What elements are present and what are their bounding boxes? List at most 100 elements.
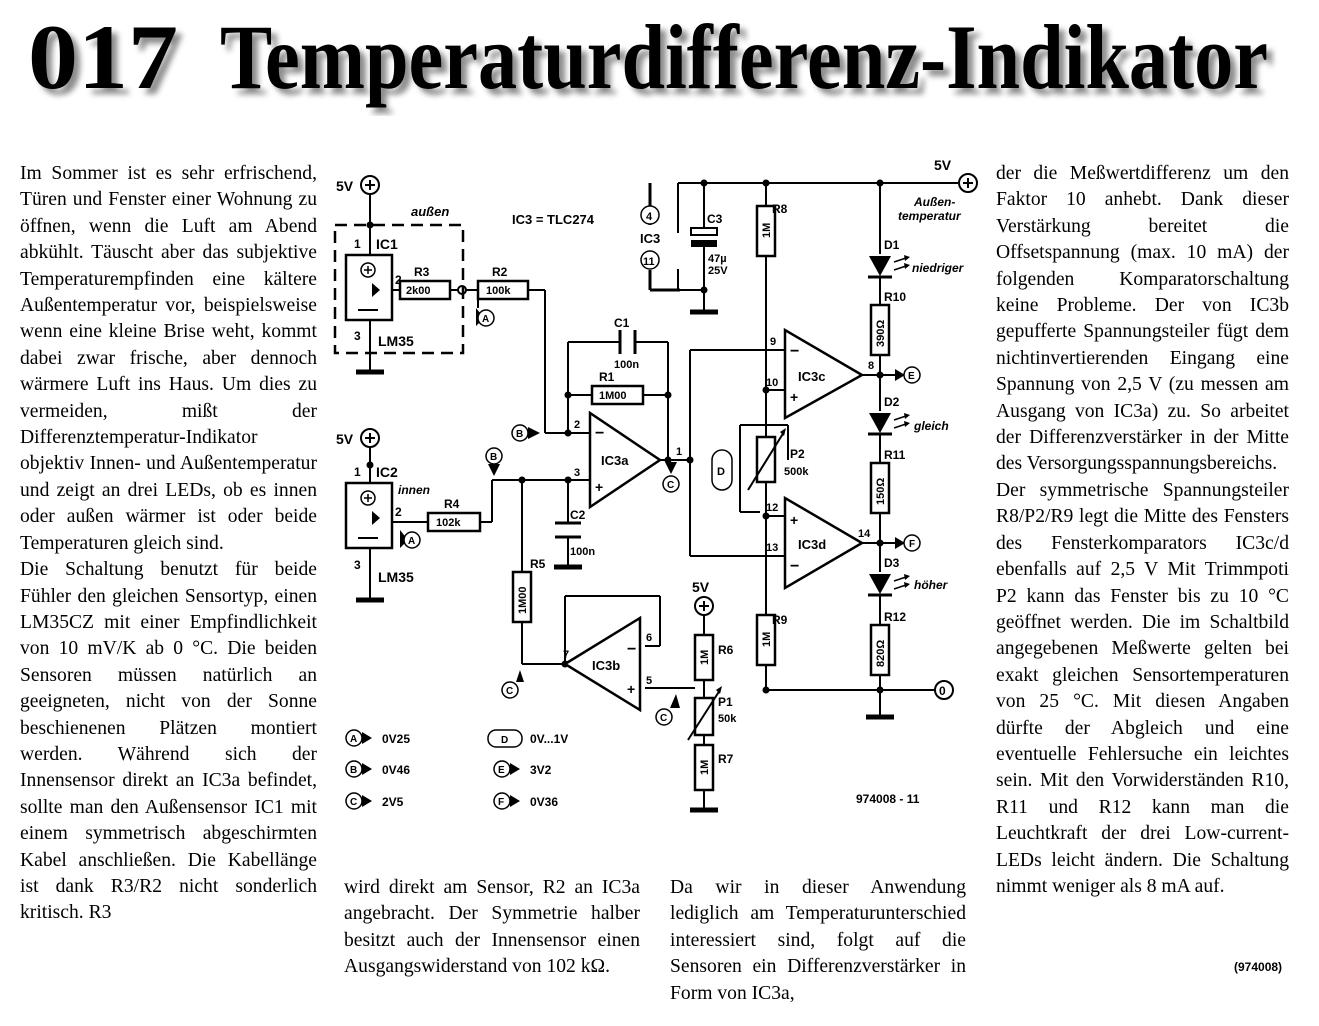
svg-text:47µ: 47µ <box>708 253 727 265</box>
svg-text:3: 3 <box>354 558 361 572</box>
svg-text:IC3d: IC3d <box>798 537 826 552</box>
svg-text:2k00: 2k00 <box>406 285 430 297</box>
opamp-ic3c: − + IC3c 9 10 8 <box>766 327 874 421</box>
svg-text:14: 14 <box>858 528 871 540</box>
svg-text:−: − <box>790 343 799 360</box>
svg-text:1M: 1M <box>761 632 773 647</box>
svg-text:+: + <box>595 479 603 495</box>
resistor-r9: 1M R9 <box>755 613 788 667</box>
resistor-r2: 100k R2 <box>476 265 530 301</box>
test-point-b2: B <box>485 447 503 476</box>
svg-text:8: 8 <box>868 360 874 372</box>
svg-text:3: 3 <box>574 467 580 479</box>
capacitor-c1: C1 100n <box>614 316 639 371</box>
text-column-3: Da wir in dieser Anwendung lediglich am … <box>670 875 966 1007</box>
svg-text:5V: 5V <box>934 157 952 173</box>
svg-text:11: 11 <box>643 256 655 268</box>
svg-text:R8: R8 <box>772 202 788 216</box>
svg-text:A: A <box>482 314 489 325</box>
svg-text:LM35: LM35 <box>378 569 414 585</box>
resistor-r6: 1M R6 <box>693 633 734 682</box>
svg-text:D: D <box>717 466 725 478</box>
svg-text:10: 10 <box>766 377 778 389</box>
junctions <box>366 179 884 694</box>
svg-text:100n: 100n <box>614 359 639 371</box>
svg-text:R5: R5 <box>530 557 546 571</box>
svg-text:2: 2 <box>395 273 402 287</box>
svg-text:IC1: IC1 <box>376 236 398 252</box>
ic3-supply-pins: 4 IC3 11 <box>640 205 660 270</box>
svg-text:R11: R11 <box>884 448 906 462</box>
test-point-f: F <box>895 534 921 552</box>
capacitor-c3: C3 47µ 25V <box>690 212 728 277</box>
reference-number: (974008) <box>1234 960 1283 974</box>
svg-text:C3: C3 <box>707 212 723 226</box>
svg-text:LM35: LM35 <box>378 333 414 349</box>
legend-b: B 0V46 <box>345 760 410 778</box>
supply-terminal-ic2: 5V <box>336 428 380 448</box>
svg-text:−: − <box>790 558 799 575</box>
svg-text:IC2: IC2 <box>376 464 398 480</box>
paragraph: Da wir in dieser Anwendung lediglich am … <box>670 877 966 1004</box>
svg-text:5V: 5V <box>336 431 354 447</box>
svg-text:+: + <box>627 681 635 697</box>
supply-terminal-ic1: 5V <box>336 175 380 195</box>
svg-text:B: B <box>490 452 497 463</box>
opamp-ic3b: − + IC3b 7 6 5 <box>562 615 652 713</box>
svg-text:1: 1 <box>354 465 361 479</box>
figure-id: 974008 - 11 <box>856 792 920 806</box>
svg-text:R3: R3 <box>414 265 430 279</box>
svg-text:F: F <box>909 539 915 550</box>
test-point-c3: C <box>655 694 680 726</box>
led-d3: D3 höher <box>868 556 949 597</box>
svg-text:E: E <box>908 371 915 382</box>
svg-text:außen: außen <box>411 204 449 219</box>
svg-text:1M: 1M <box>699 760 711 775</box>
svg-text:A: A <box>408 536 415 547</box>
svg-text:C: C <box>667 480 674 491</box>
svg-text:temperatur: temperatur <box>898 209 962 223</box>
paragraph: Der symmetrische Spannungsteiler R8/P2/R… <box>996 479 1289 897</box>
svg-text:R6: R6 <box>718 643 734 657</box>
svg-text:F: F <box>498 797 504 808</box>
paragraph: Die Schaltung benutzt für beide Fühler d… <box>20 559 317 924</box>
text-column-2: wird direkt am Sensor, R2 an IC3a angebr… <box>344 875 640 981</box>
svg-text:13: 13 <box>766 542 778 554</box>
svg-text:50k: 50k <box>718 713 737 725</box>
potentiometer-p1: P1 50k <box>687 686 737 741</box>
svg-text:6: 6 <box>646 632 652 644</box>
svg-text:−: − <box>595 425 604 442</box>
sensor-ic1: IC1 1 2 3 LM35 <box>344 236 414 349</box>
svg-text:1M: 1M <box>699 650 711 665</box>
svg-text:0V25: 0V25 <box>382 732 410 746</box>
led-d1: D1 niedriger <box>868 238 965 279</box>
svg-text:820Ω: 820Ω <box>875 640 887 667</box>
text-column-1: Im Sommer ist es sehr erfrischend, Türen… <box>20 161 317 927</box>
svg-text:5: 5 <box>646 675 652 687</box>
paragraph: der die Meßwertdifferenz um den Faktor 1… <box>996 163 1289 475</box>
legend-e: E 3V2 <box>493 760 552 778</box>
svg-text:1: 1 <box>354 237 361 251</box>
svg-text:höher: höher <box>914 578 949 592</box>
svg-text:5V: 5V <box>336 178 354 194</box>
resistor-r11: 150Ω R11 <box>869 448 906 515</box>
svg-text:12: 12 <box>766 502 778 514</box>
legend-c: C 2V5 <box>345 792 404 810</box>
svg-text:IC3a: IC3a <box>601 453 629 468</box>
svg-text:B: B <box>350 765 357 776</box>
ic3-note: IC3 = TLC274 <box>512 212 595 227</box>
legend-f: F 0V36 <box>493 792 558 810</box>
svg-text:D1: D1 <box>884 238 900 252</box>
led-d2: D2 gleich <box>868 395 949 436</box>
svg-text:0V...1V: 0V...1V <box>530 732 568 746</box>
svg-text:+: + <box>790 389 798 405</box>
svg-text:390Ω: 390Ω <box>875 320 887 347</box>
svg-text:IC3c: IC3c <box>798 369 825 384</box>
svg-text:D3: D3 <box>884 556 900 570</box>
svg-text:0V36: 0V36 <box>530 795 558 809</box>
svg-text:R4: R4 <box>444 497 460 511</box>
capacitor-c2: C2 100n <box>555 508 595 558</box>
svg-text:gleich: gleich <box>913 419 949 433</box>
svg-text:R1: R1 <box>599 370 615 384</box>
legend-a: A 0V25 <box>345 729 410 747</box>
